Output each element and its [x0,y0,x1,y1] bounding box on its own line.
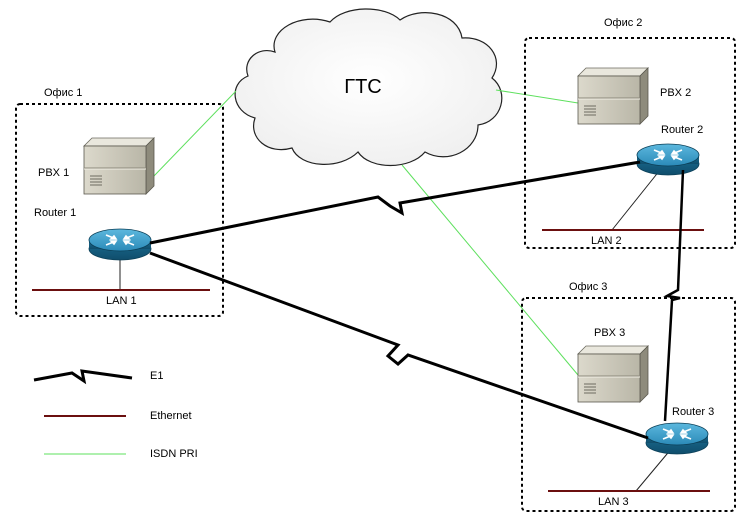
legend-label: E1 [150,370,163,382]
router-icon [636,143,700,176]
office-boundary [521,297,736,512]
pbx-icon [577,67,649,125]
e1-links [149,160,685,440]
cloud-icon [234,8,503,167]
lan-stub [611,169,661,231]
pbx-label: PBX 3 [594,327,625,339]
office-title: Офис 1 [44,87,82,99]
isdn-link-pbx1 [152,90,237,178]
pbx-label: PBX 2 [660,87,691,99]
isdn-link-pbx3 [401,164,579,376]
lan-stub [635,447,673,492]
e1-link-router1-router3 [149,251,649,440]
office-title: Офис 2 [604,17,642,29]
lan-label: LAN 1 [106,295,137,307]
lan-label: LAN 3 [598,496,629,508]
office-boundary [524,37,736,249]
router-icon [88,228,152,261]
legend-item-e1: E1 [33,369,163,385]
legend-item-ethernet: Ethernet [44,410,192,422]
router-label: Router 1 [34,207,76,219]
legend-e1-symbol [33,369,133,385]
lan-label: LAN 2 [591,235,622,247]
legend-item-isdn: ISDN PRI [44,448,198,460]
isdn-link-pbx2 [495,89,579,104]
gts-cloud: ГТС [234,8,503,167]
office-3: Офис 3 PBX 3 Router 3 LAN 3 [521,281,736,512]
router-icon [645,422,709,455]
e1-link-router2-router3 [663,169,685,422]
cloud-label: ГТС [344,76,382,98]
pbx-icon [577,345,649,403]
router-label: Router 2 [661,124,703,136]
pbx-icon [83,137,155,195]
isdn-links [152,89,579,376]
router-label: Router 3 [672,406,714,418]
office-boundary [15,103,224,317]
office-title: Офис 3 [569,281,607,293]
legend: E1 Ethernet ISDN PRI [33,369,198,460]
office-2: Офис 2 PBX 2 Router 2 LAN 2 [524,17,736,249]
pbx-label: PBX 1 [38,167,69,179]
legend-label: Ethernet [150,410,192,422]
legend-label: ISDN PRI [150,448,198,460]
e1-link-router1-router2 [149,160,641,245]
office-1: Офис 1 PBX 1 Router 1 LAN 1 [15,87,224,317]
